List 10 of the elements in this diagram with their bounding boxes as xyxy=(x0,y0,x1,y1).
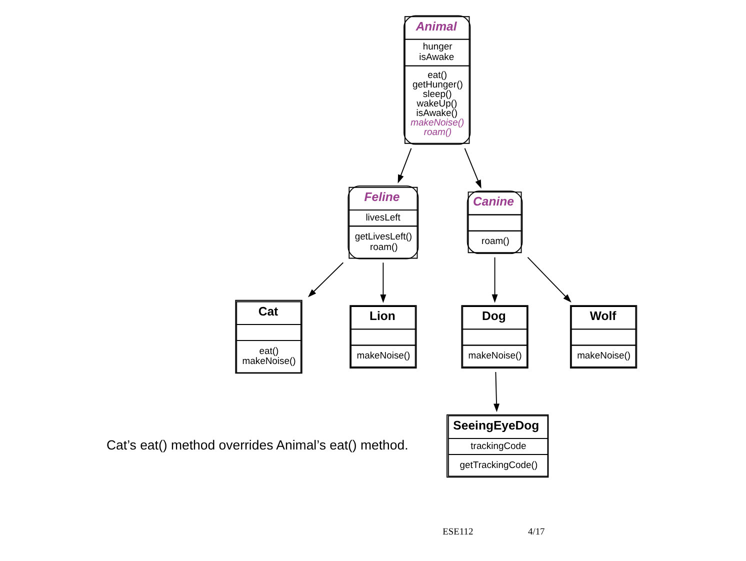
arrow xyxy=(464,148,481,189)
arrow xyxy=(380,262,386,303)
arrow xyxy=(491,256,498,303)
label: Cat’s eat() method overrides Animal’s eat() method. xyxy=(106,438,408,453)
arrow xyxy=(493,372,500,412)
arrow xyxy=(397,148,412,184)
arrow xyxy=(307,262,344,298)
label: 4/17 xyxy=(528,527,544,538)
arrow xyxy=(526,256,571,302)
label: ESE112 xyxy=(442,527,473,538)
